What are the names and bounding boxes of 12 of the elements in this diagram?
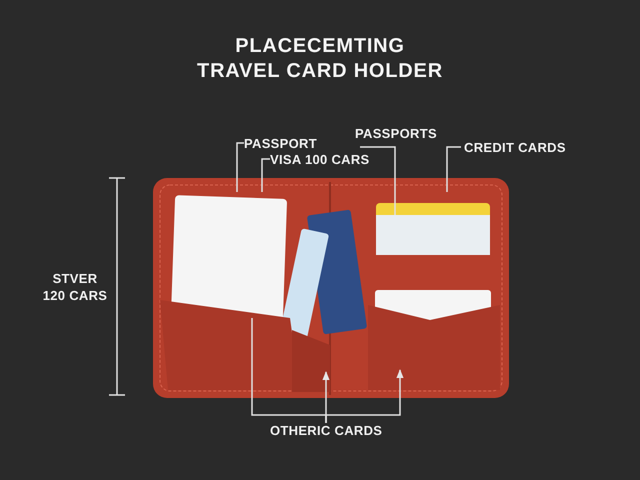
- leader-line: [236, 142, 244, 192]
- title: PLACECEMTING TRAVEL CARD HOLDER: [196, 34, 444, 84]
- leader-line: [322, 371, 330, 423]
- callout-label: CREDIT CARDS: [464, 140, 566, 155]
- dimension-label: STVER 120 CARS: [42, 270, 108, 304]
- callout-label: PASSPORT: [244, 136, 317, 151]
- leader-line: [360, 146, 396, 215]
- leader-line: [261, 158, 270, 192]
- callout-label: OTHERIC CARDS: [270, 423, 382, 438]
- leader-line: [446, 146, 461, 192]
- callout-label: VISA 100 CARS: [270, 152, 370, 167]
- callout-label: PASSPORTS: [355, 126, 437, 141]
